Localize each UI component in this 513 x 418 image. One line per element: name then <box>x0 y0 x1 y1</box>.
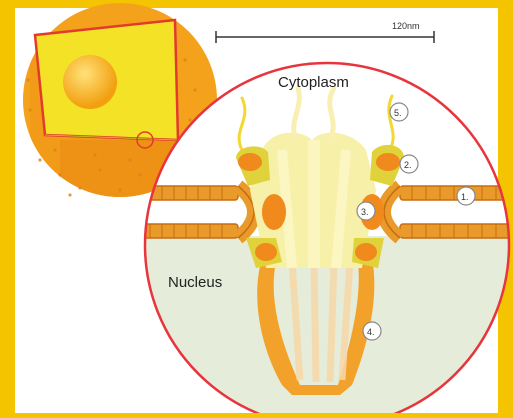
callout-3-label: 3. <box>361 207 369 217</box>
callout-1: 1. <box>457 187 475 205</box>
nucleus-label: Nucleus <box>168 274 222 291</box>
cytoplasm-label: Cytoplasm <box>278 74 349 91</box>
nucleolus <box>63 55 117 109</box>
callout-3: 3. <box>357 202 375 220</box>
callout-4-label: 4. <box>367 327 375 337</box>
callout-2: 2. <box>400 155 418 173</box>
callout-5: 5. <box>390 103 408 121</box>
callout-5-label: 5. <box>394 108 402 118</box>
scale-bar-label: 120nm <box>392 21 420 31</box>
callout-2-label: 2. <box>404 160 412 170</box>
callout-1-label: 1. <box>461 192 469 202</box>
callout-4: 4. <box>363 322 381 340</box>
